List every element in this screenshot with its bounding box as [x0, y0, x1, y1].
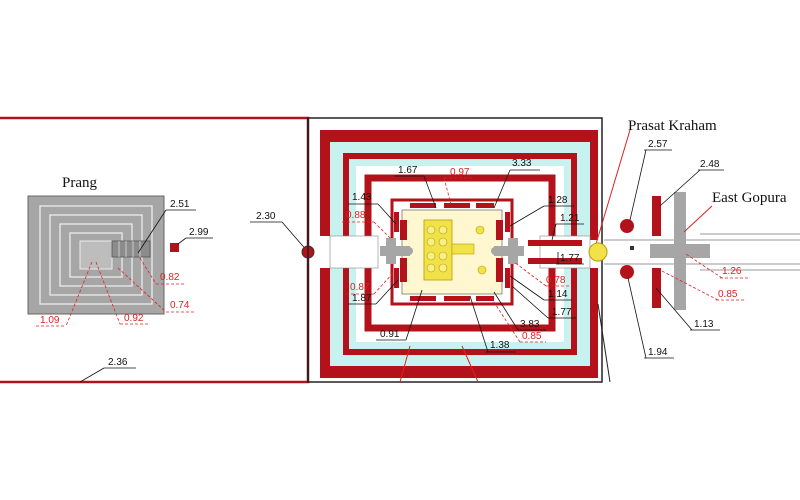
dim-1-26: 1.26: [722, 266, 742, 277]
dim-1-94: 1.94: [648, 347, 668, 358]
dim-1-28: 1.28: [548, 195, 568, 206]
dim-0-85-center: 0.85: [522, 331, 542, 342]
dim-1-21: 1.21: [560, 213, 580, 224]
prasat-kraham-label: Prasat Kraham: [628, 118, 717, 134]
pond-north: [620, 219, 634, 233]
dim-2-48: 2.48: [700, 159, 720, 170]
dim-1-43: 1.43: [352, 192, 372, 203]
dim-2-57: 2.57: [648, 139, 668, 150]
dim-1-87: 1.87: [352, 293, 372, 304]
dim-1-13: 1.13: [694, 319, 714, 330]
courtyard-gallery: [320, 130, 598, 378]
dim-0-85-east: 0.85: [718, 289, 738, 300]
dim-0-88: 0.88: [346, 210, 366, 221]
east-gopura-structure: [650, 192, 710, 310]
dim-0-87: 0.87: [350, 282, 370, 293]
inner-east-gopura: [491, 238, 524, 264]
dim-1-77-b: 1.77: [552, 307, 572, 318]
dim-3-83: 3.83: [520, 319, 540, 330]
dim-1-09: 1.09: [40, 315, 60, 326]
prang-structure: [27, 195, 165, 315]
dim-0-78: 0.78: [546, 275, 566, 286]
dim-1-38: 1.38: [490, 340, 510, 351]
dim-3-33: 3.33: [512, 158, 532, 169]
pond-south: [620, 265, 634, 279]
dim-1-67-top: 1.67: [398, 165, 418, 176]
small-pedestal: [170, 243, 179, 252]
dim-2-36: 2.36: [108, 357, 128, 368]
dim-1-14: 1.14: [548, 289, 568, 300]
east-gopura-label: East Gopura: [712, 190, 787, 206]
dim-0-82: 0.82: [160, 272, 180, 283]
east-wall-bar-upper: [528, 240, 582, 246]
dim-2-51: 2.51: [170, 199, 190, 210]
prasat-kraham-leader: [595, 129, 631, 245]
dim-0-74: 0.74: [170, 300, 190, 311]
inner-west-gopura: [380, 238, 413, 264]
dim-0-91: 0.91: [380, 329, 400, 340]
prang-label: Prang: [62, 175, 97, 191]
east-wall-bar-lower: [528, 258, 582, 264]
west-passage: [329, 235, 379, 269]
prasat-kraham-marker: [588, 242, 608, 262]
dim-0-97: 0.97: [450, 167, 470, 178]
dim-2-30: 2.30: [256, 211, 276, 222]
dim-2-99: 2.99: [189, 227, 209, 238]
dim-0-92: 0.92: [124, 313, 144, 324]
dim-1-77-a: 1.77: [560, 253, 580, 264]
